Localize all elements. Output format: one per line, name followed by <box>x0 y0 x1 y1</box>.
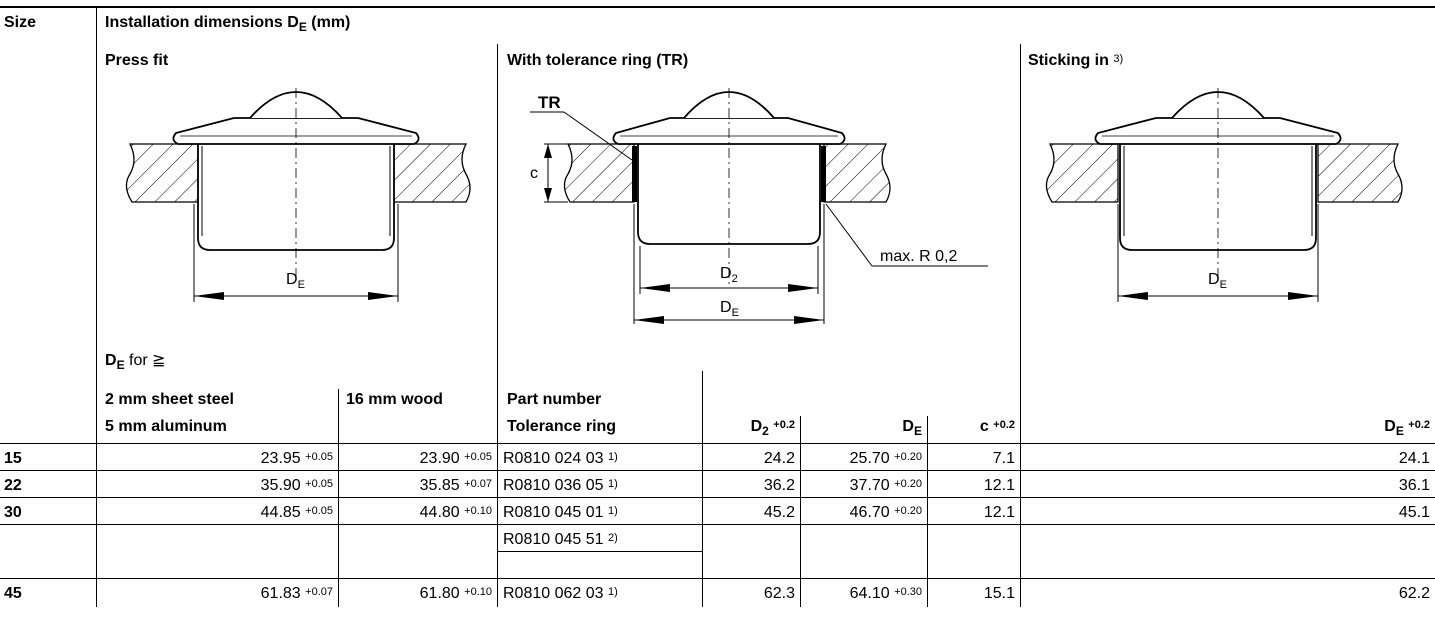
row-rule <box>0 470 1435 471</box>
column-rule <box>96 7 97 607</box>
sticking-in-header: Sticking in 3) <box>1028 52 1124 69</box>
row-rule <box>0 524 1435 525</box>
tolerance-ring-header: With tolerance ring (TR) <box>507 52 689 69</box>
c-cell: 15.1 <box>983 585 1015 602</box>
part-number-cell: R0810 045 51 2) <box>503 531 618 548</box>
de-stick-cell: 62.2 <box>1398 585 1430 602</box>
wood-cell: 23.90 +0.05 <box>419 450 492 467</box>
c-label: c <box>530 165 538 182</box>
radius-label: max. R 0,2 <box>880 248 957 265</box>
press-fit-drawing: DE <box>125 88 471 302</box>
sticking-de-label: DE <box>1208 271 1227 291</box>
de-stick-cell: 24.1 <box>1398 450 1430 467</box>
size-cell: 22 <box>4 477 22 494</box>
d2-cell: 62.3 <box>763 585 795 602</box>
c-cell: 7.1 <box>992 450 1015 467</box>
c-cell: 12.1 <box>983 477 1015 494</box>
sheet-steel-header: 2 mm sheet steel <box>105 391 234 408</box>
de-label: DE <box>720 299 739 319</box>
size-cell: 15 <box>4 450 22 467</box>
de-stick-header: DE +0.2 <box>1384 418 1430 438</box>
d2-cell: 45.2 <box>763 504 795 521</box>
de-stick-cell: 45.1 <box>1398 504 1430 521</box>
part-number-cell: R0810 036 05 1) <box>503 477 618 494</box>
de-header: DE <box>902 418 922 438</box>
column-rule <box>1020 44 1021 607</box>
size-cell: 45 <box>4 585 22 602</box>
part-number-cell: R0810 045 01 1) <box>503 504 618 521</box>
c-cell: 12.1 <box>983 504 1015 521</box>
d2-cell: 36.2 <box>763 477 795 494</box>
de-cell: 37.70 +0.20 <box>849 477 922 494</box>
d2-header: D2 +0.2 <box>750 418 795 438</box>
part-number-header: Part number <box>507 391 602 408</box>
d2-cell: 24.2 <box>763 450 795 467</box>
size-header: Size <box>4 14 37 31</box>
steel-cell: 35.90 +0.05 <box>260 477 333 494</box>
steel-cell: 61.83 +0.07 <box>260 585 333 602</box>
row-rule <box>0 578 1435 579</box>
de-cell: 25.70 +0.20 <box>849 450 922 467</box>
column-rule <box>497 44 498 607</box>
installation-header: Installation dimensions DE (mm) <box>105 14 351 34</box>
tolerance-ring-col-header: Tolerance ring <box>507 418 617 435</box>
c-header: c +0.2 <box>979 418 1015 435</box>
de-cell: 46.70 +0.20 <box>849 504 922 521</box>
de-stick-cell: 36.1 <box>1398 477 1430 494</box>
table-top-rule <box>0 6 1435 8</box>
tr-label: TR <box>538 93 561 112</box>
row-rule <box>0 497 1435 498</box>
row-rule <box>497 551 702 552</box>
column-rule <box>927 416 928 607</box>
press-fit-header: Press fit <box>105 52 169 69</box>
steel-cell: 44.85 +0.05 <box>260 504 333 521</box>
column-rule <box>800 416 801 607</box>
header-bottom-rule <box>0 443 1435 444</box>
sticking-in-drawing: DE <box>1045 88 1403 302</box>
wood-header: 16 mm wood <box>346 391 443 408</box>
wood-cell: 61.80 +0.10 <box>419 585 492 602</box>
aluminum-header: 5 mm aluminum <box>105 418 227 435</box>
press-fit-de-label: DE <box>286 271 305 291</box>
wood-cell: 44.80 +0.10 <box>419 504 492 521</box>
steel-cell: 23.95 +0.05 <box>260 450 333 467</box>
column-rule <box>702 371 703 607</box>
size-cell: 30 <box>4 504 22 521</box>
tolerance-ring-drawing: TR c max. R 0,2 D2 DE <box>530 88 988 324</box>
part-number-cell: R0810 024 03 1) <box>503 450 618 467</box>
wood-cell: 35.85 +0.07 <box>419 477 492 494</box>
d2-label: D2 <box>720 265 738 285</box>
de-for-header: DE for ≧ <box>105 352 166 372</box>
part-number-cell: R0810 062 03 1) <box>503 585 618 602</box>
de-cell: 64.10 +0.30 <box>849 585 922 602</box>
column-rule <box>338 389 339 607</box>
